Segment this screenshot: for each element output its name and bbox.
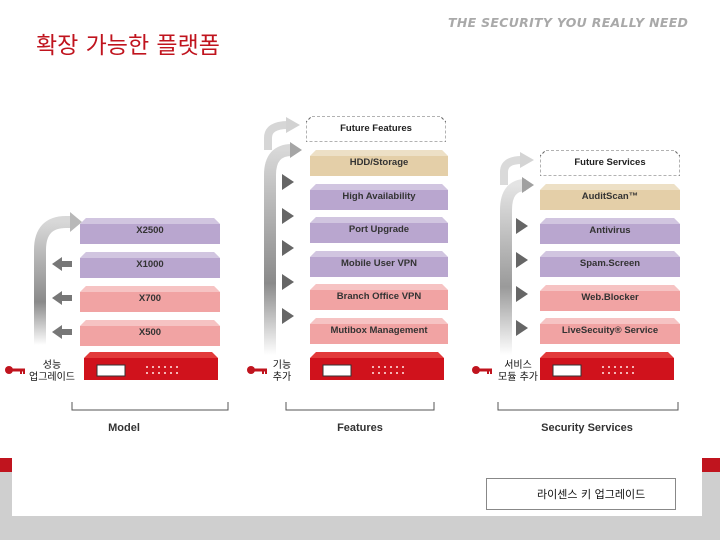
tier-label: AuditScan™ [581, 191, 639, 202]
tier-shape [80, 252, 220, 278]
legend: 라이센스 키 업그레이드 [486, 478, 676, 510]
tier-service: AuditScan™ [540, 184, 680, 210]
page-title: 확장 가능한 플랫폼 [36, 33, 220, 59]
tier-feature: High Availability [310, 183, 448, 210]
tier-shape [310, 284, 448, 310]
key-icon [5, 366, 25, 374]
tier-x1000: X1000 [80, 252, 220, 278]
tier-label: X700 [138, 293, 162, 304]
tier-shape [540, 318, 680, 344]
tier-shape [310, 250, 448, 277]
side-label-line: 서비스 [504, 360, 532, 371]
tier-label: Future Services [574, 157, 646, 168]
tier-feature: Mutibox Management [310, 317, 448, 344]
tier-label: Mobile User VPN [340, 257, 418, 269]
tier-label: Mutibox Management [330, 324, 428, 336]
key-icon [247, 366, 267, 374]
tier-service: Antivirus [540, 217, 680, 244]
tier-feature: Branch Office VPN [310, 284, 448, 310]
model-upgrade-arrow [34, 212, 82, 345]
tier-shape [540, 184, 680, 210]
tier-feature: HDD/Storage [310, 150, 448, 176]
side-label-line: 모듈 추가 [498, 372, 538, 383]
tier-shape [540, 284, 680, 311]
tier-feature: Port Upgrade [310, 217, 448, 243]
features-upgrade-arrow [264, 117, 302, 355]
tier-shape [80, 218, 220, 244]
tier-shape [540, 217, 680, 244]
tier-label: Branch Office VPN [336, 291, 422, 302]
column-brackets [71, 402, 679, 411]
security-appliance [540, 352, 674, 380]
bottom-accent-right [702, 458, 720, 472]
tier-shape [540, 150, 680, 176]
tier-service: Spam.Screen [540, 251, 680, 277]
features-column-label: Features [337, 422, 383, 434]
security-upgrade-arrow [500, 152, 534, 355]
tier-label: High Availability [342, 190, 416, 202]
tier-shape [80, 320, 220, 346]
tier-label: Antivirus [589, 224, 631, 236]
tier-service: LiveSecuity® Service [540, 318, 680, 344]
side-label-line: 기능 [272, 360, 292, 371]
tier-label: Port Upgrade [348, 224, 410, 235]
legend-label: 라이센스 키 업그레이드 [537, 488, 646, 501]
tier-shape [310, 317, 448, 344]
model-side-label: 성능 업그레이드 [22, 360, 82, 384]
tier-label: Future Features [340, 123, 412, 134]
key-icon [472, 366, 492, 374]
tier-shape [310, 150, 448, 176]
tier-x700: X700 [80, 286, 220, 312]
features-side-label: 기능 추가 [262, 360, 302, 384]
tier-label: Web.Blocker [581, 291, 639, 303]
tier-future-features: Future Features [306, 116, 446, 142]
tier-shape [310, 183, 448, 210]
tier-shape [80, 286, 220, 312]
tier-future-services: Future Services [540, 150, 680, 176]
side-label-line: 성능 [42, 360, 62, 371]
side-label-line: 추가 [272, 372, 292, 383]
side-label-line: 업그레이드 [29, 372, 75, 383]
model-appliance [84, 352, 218, 380]
security-side-label: 서비스 모듈 추가 [488, 360, 548, 384]
tier-label: HDD/Storage [349, 157, 409, 168]
tier-label: X2500 [136, 225, 164, 236]
tier-label: Spam.Screen [579, 258, 641, 269]
tier-shape [540, 251, 680, 277]
tier-feature: Mobile User VPN [310, 250, 448, 277]
model-column-label: Model [108, 422, 140, 434]
tagline: THE SECURITY YOU REALLY NEED [448, 15, 689, 30]
tier-label: X500 [138, 327, 162, 338]
tier-x500: X500 [80, 320, 220, 346]
bottom-accent-left [0, 458, 12, 472]
tier-shape [310, 217, 448, 243]
tier-label: LiveSecuity® Service [561, 325, 659, 336]
features-appliance [310, 352, 444, 380]
security-column-label: Security Services [541, 422, 633, 434]
tier-service: Web.Blocker [540, 284, 680, 311]
tier-x2500: X2500 [80, 218, 220, 244]
tier-label: X1000 [136, 259, 164, 270]
tier-shape [306, 116, 446, 142]
